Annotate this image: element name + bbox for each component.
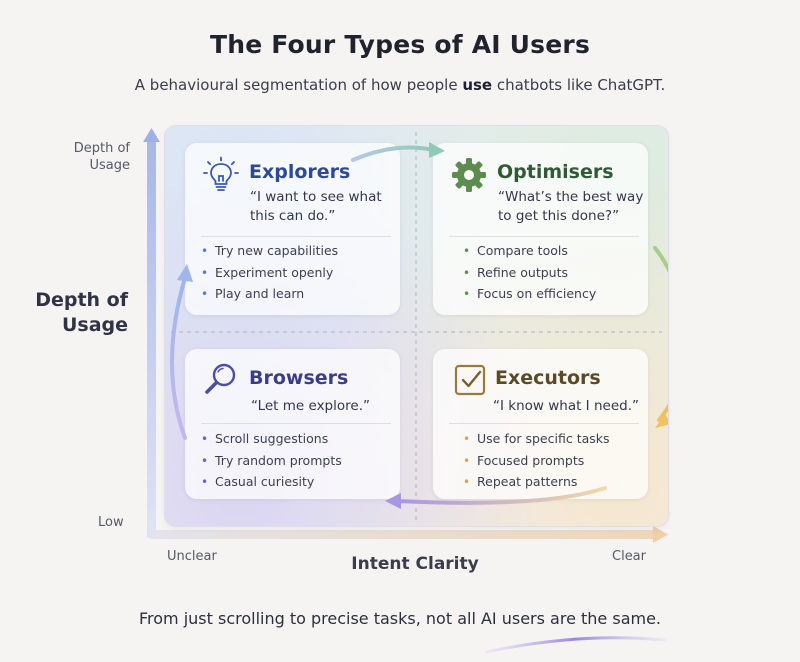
explorers-bullet-list: •Try new capabilities •Experiment openly… (201, 240, 338, 305)
quadrant-grid: Explorers “I want to see what this can d… (164, 125, 669, 527)
browsers-divider (201, 423, 391, 424)
list-item: •Focus on efficiency (463, 286, 597, 301)
browsers-card: Browsers “Let me explore.” •Scroll sugge… (185, 349, 400, 499)
list-item: •Play and learn (201, 286, 305, 301)
optimisers-title: Optimisers (497, 161, 614, 183)
arrow-executors-to-browsers (385, 486, 607, 509)
executors-divider (449, 423, 639, 424)
page-subtitle: A behavioural segmentation of how people… (0, 76, 800, 94)
executors-bullet-list: •Use for specific tasks •Focused prompts… (463, 428, 610, 493)
list-item: •Use for specific tasks (463, 431, 610, 446)
explorers-title: Explorers (249, 161, 351, 183)
arrow-browsers-to-explorers (170, 264, 193, 440)
subtitle-text-start: A behavioural segmentation of how people (134, 76, 463, 94)
x-axis-arrow (150, 526, 668, 543)
explorers-divider (201, 236, 391, 237)
list-item: •Repeat patterns (463, 474, 578, 489)
optimisers-card: Optimisers “What’s the best way to get t… (433, 143, 648, 315)
checkbox-icon (454, 364, 486, 396)
y-axis-top-label: Depth of Usage (73, 141, 130, 173)
list-item: •Refine outputs (463, 264, 569, 280)
list-item: •Casual curiesity (201, 474, 315, 489)
executors-quote: “I know what I need.” (493, 398, 639, 414)
subtitle-text-end: chatbots like ChatGPT. (492, 76, 666, 94)
magnifier-icon (205, 363, 236, 394)
footer-swoosh (484, 636, 666, 654)
grid-dividers (171, 132, 662, 520)
y-axis-title: Depth of Usage (35, 289, 128, 336)
arrow-optimisers-to-executors (653, 246, 668, 428)
browsers-title: Browsers (249, 367, 349, 389)
cycle-arrows (170, 142, 668, 509)
subtitle-emphasis: use (462, 76, 493, 94)
executors-card: Executors “I know what I need.” •Use for… (433, 349, 648, 499)
browsers-bullet-list: •Scroll suggestions •Try random prompts … (201, 428, 342, 493)
gear-icon (452, 158, 486, 192)
optimisers-bullet-list: •Compare tools •Refine outputs •Focus on… (463, 240, 596, 305)
lightbulb-icon (203, 156, 239, 191)
list-item: •Scroll suggestions (201, 431, 329, 446)
footer-tagline: From just scrolling to precise tasks, no… (138, 609, 662, 628)
optimisers-divider (449, 236, 639, 237)
list-item: •Compare tools (463, 243, 568, 258)
x-axis-right-label: Clear (612, 549, 646, 564)
explorers-quote: “I want to see what this can do.” (250, 189, 382, 224)
optimisers-quote: “What’s the best way to get this done?” (498, 189, 644, 224)
list-item: •Experiment openly (201, 264, 334, 280)
list-item: •Focused prompts (463, 452, 585, 468)
list-item: •Try new capabilities (201, 243, 339, 258)
browsers-quote: “Let me explore.” (251, 398, 370, 414)
y-axis-arrow (143, 128, 160, 538)
explorers-card: Explorers “I want to see what this can d… (185, 143, 400, 315)
arrow-explorers-to-optimisers (351, 142, 445, 162)
list-item: •Try random prompts (201, 452, 342, 468)
x-axis-title: Intent Clarity (351, 554, 479, 574)
x-axis-left-label: Unclear (167, 549, 217, 564)
page-title: The Four Types of AI Users (209, 30, 591, 59)
y-axis-low-label: Low (98, 515, 124, 530)
executors-title: Executors (495, 367, 601, 389)
